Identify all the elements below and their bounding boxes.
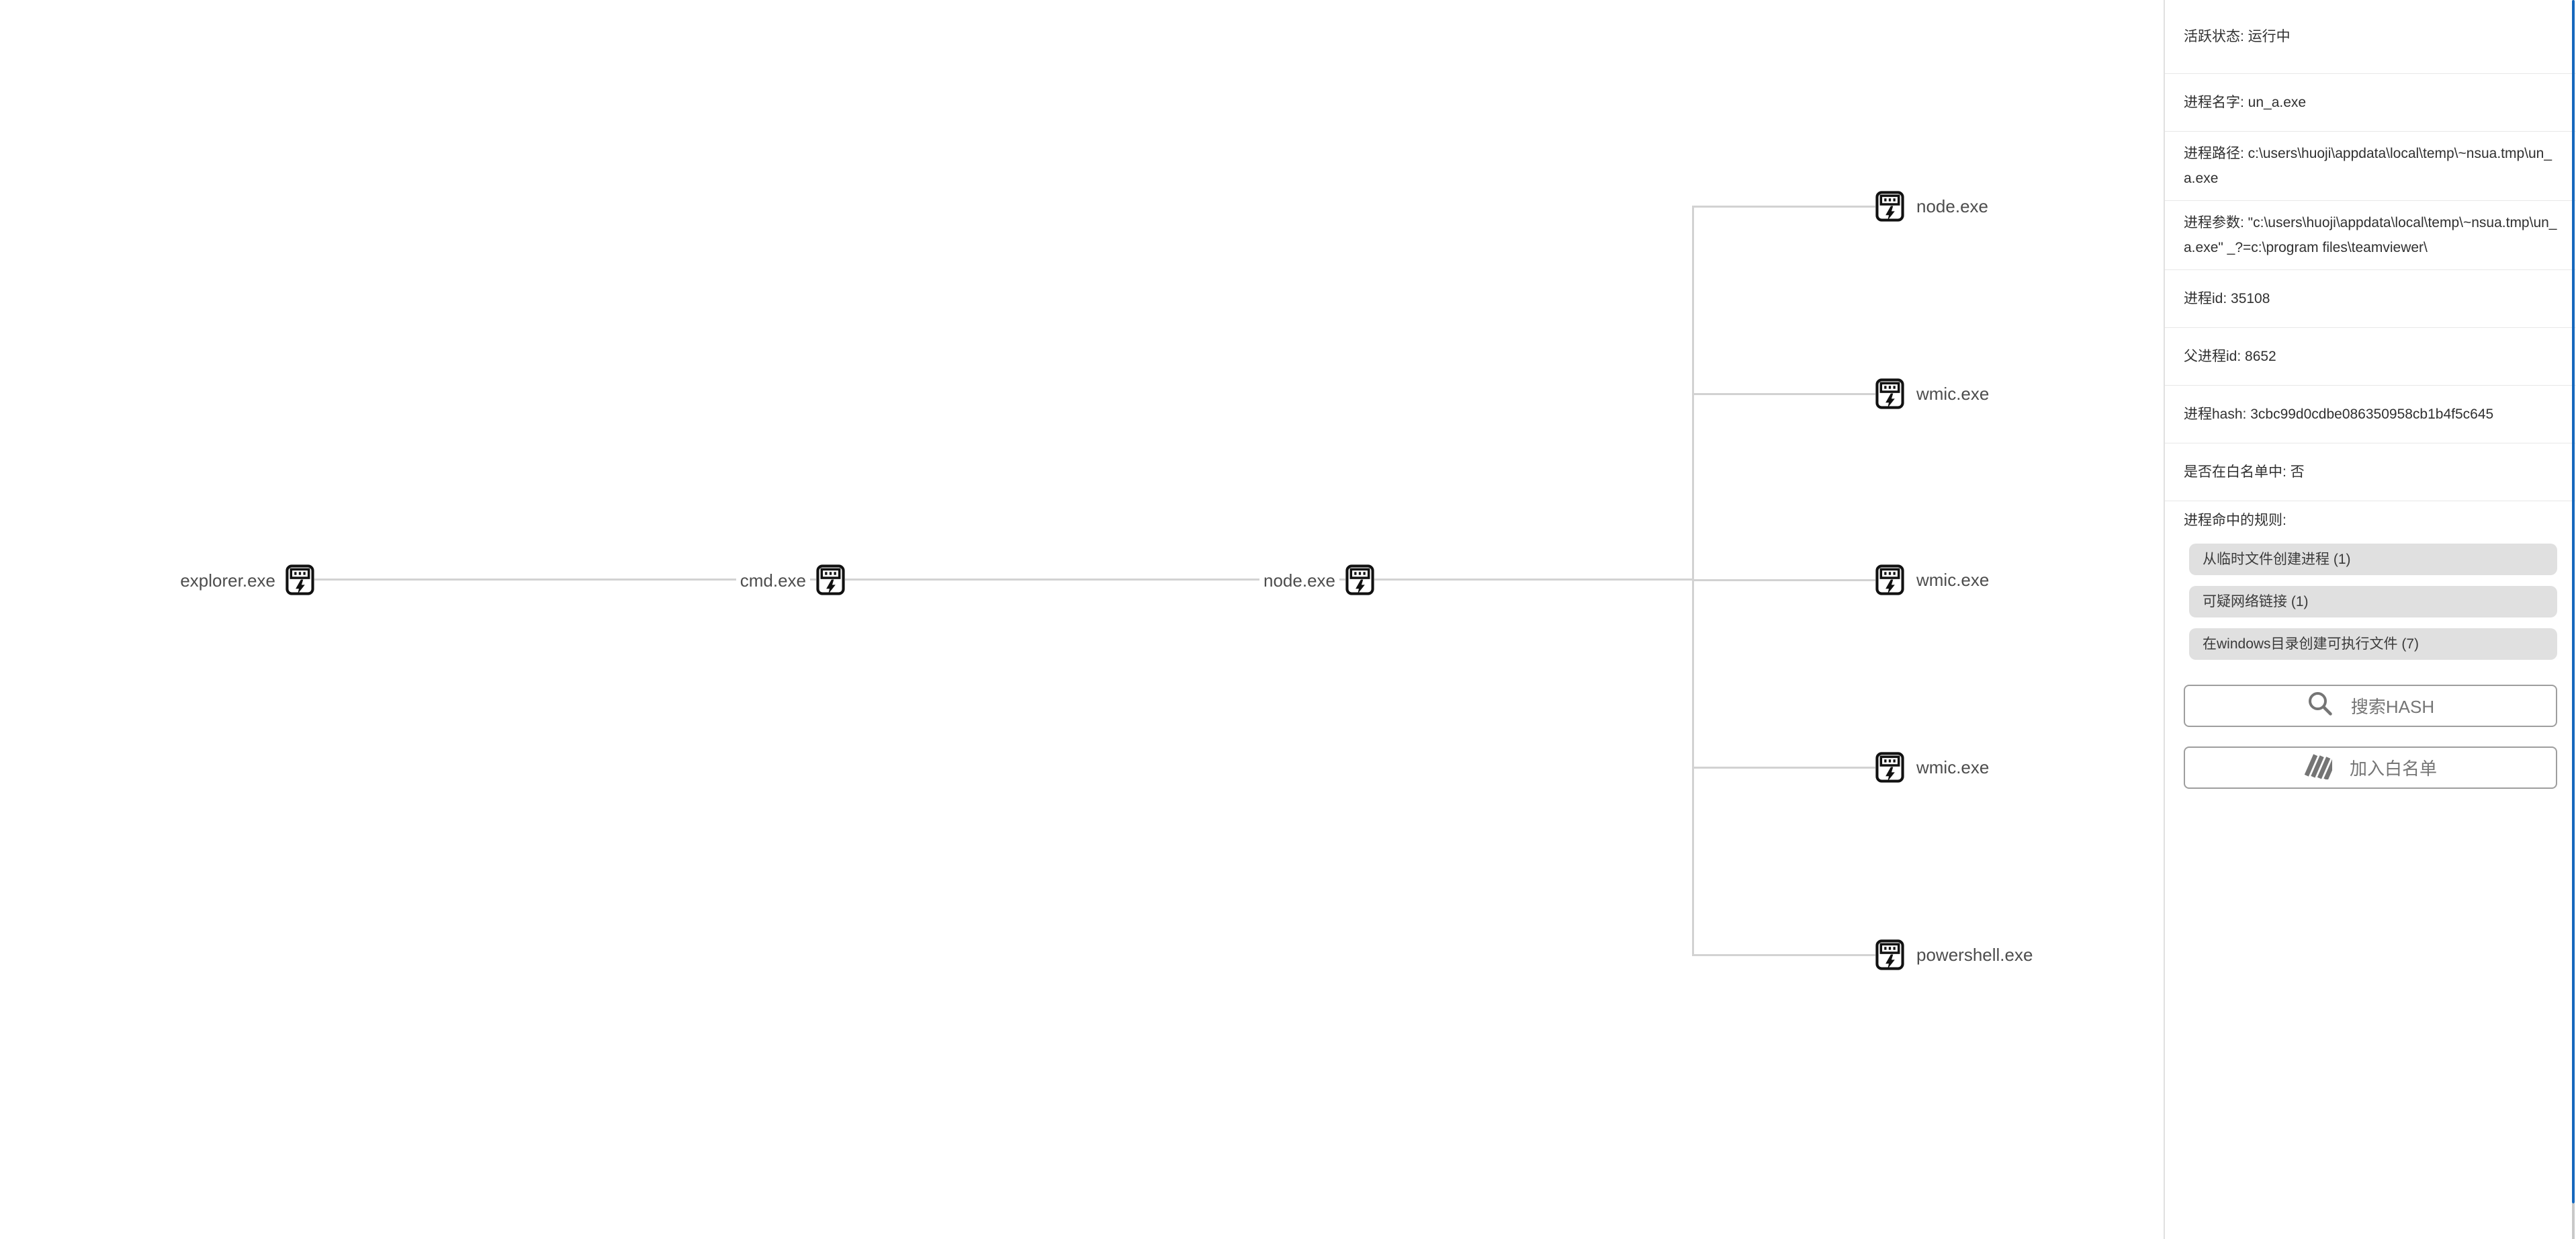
info-row-process-hash: 进程hash: 3cbc99d0cdbe086350958cb1b4f5c645 xyxy=(2165,386,2576,443)
tree-child-node[interactable]: node.exe xyxy=(1875,191,1992,222)
info-row-active-state: 活跃状态: 运行中 xyxy=(2165,0,2576,74)
rules-section: 进程命中的规则: 从临时文件创建进程 (1) 可疑网络链接 (1) 在windo… xyxy=(2165,501,2576,789)
tree-node-label: powershell.exe xyxy=(1912,942,2037,968)
process-window-bolt-icon xyxy=(1875,752,1904,783)
process-window-bolt-icon xyxy=(1875,378,1904,409)
process-window-bolt-icon[interactable] xyxy=(816,564,845,595)
process-window-bolt-icon[interactable] xyxy=(1345,564,1374,595)
tree-node-label: wmic.exe xyxy=(1912,567,1994,593)
search-hash-button-label: 搜索HASH xyxy=(2350,697,2435,717)
scrollbar-track xyxy=(2572,1203,2575,1239)
rule-chip[interactable]: 从临时文件创建进程 (1) xyxy=(2189,544,2557,575)
tree-connector-line xyxy=(1692,954,1879,956)
info-row-process-path: 进程路径: c:\users\huoji\appdata\local\temp\… xyxy=(2165,132,2576,201)
info-row-whitelisted: 是否在白名单中: 否 xyxy=(2165,443,2576,501)
tree-node-label[interactable]: node.exe xyxy=(1259,568,1339,593)
process-detail-panel: 活跃状态: 运行中 进程名字: un_a.exe 进程路径: c:\users\… xyxy=(2164,0,2576,1239)
rule-chip[interactable]: 在windows目录创建可执行文件 (7) xyxy=(2189,628,2557,660)
tree-connector-line xyxy=(1692,393,1879,395)
tree-connector-line xyxy=(1692,206,1879,208)
tree-child-node[interactable]: wmic.exe xyxy=(1875,752,1994,783)
info-row-process-name: 进程名字: un_a.exe xyxy=(2165,74,2576,132)
search-icon xyxy=(2307,690,2334,722)
whitelist-stripes-icon xyxy=(2304,751,2337,784)
rule-chip[interactable]: 可疑网络链接 (1) xyxy=(2189,586,2557,617)
info-row-process-args: 进程参数: "c:\users\huoji\appdata\local\temp… xyxy=(2165,201,2576,270)
tree-child-node[interactable]: powershell.exe xyxy=(1875,939,2037,970)
tree-node-label[interactable]: cmd.exe xyxy=(736,568,810,593)
tree-child-node[interactable]: wmic.exe xyxy=(1875,564,1994,595)
tree-node-label: wmic.exe xyxy=(1912,381,1994,407)
tree-child-node[interactable]: wmic.exe xyxy=(1875,378,1994,409)
add-whitelist-button[interactable]: 加入白名单 xyxy=(2184,746,2557,789)
tree-node-label: node.exe xyxy=(1912,194,1992,219)
process-window-bolt-icon xyxy=(1875,564,1904,595)
scrollbar-thumb[interactable] xyxy=(2572,0,2575,1203)
tree-node-label: wmic.exe xyxy=(1912,755,1994,780)
tree-connector-line xyxy=(306,579,1694,581)
process-window-bolt-icon xyxy=(1875,939,1904,970)
tree-connector-line xyxy=(1692,579,1879,581)
info-row-process-id: 进程id: 35108 xyxy=(2165,270,2576,328)
tree-node-label[interactable]: explorer.exe xyxy=(176,568,279,593)
info-row-parent-id: 父进程id: 8652 xyxy=(2165,328,2576,386)
add-whitelist-button-label: 加入白名单 xyxy=(2349,759,2437,779)
process-window-bolt-icon[interactable] xyxy=(285,564,314,595)
search-hash-button[interactable]: 搜索HASH xyxy=(2184,685,2557,727)
rules-title: 进程命中的规则: xyxy=(2184,513,2286,528)
process-window-bolt-icon xyxy=(1875,191,1904,222)
tree-connector-line xyxy=(1692,767,1879,769)
